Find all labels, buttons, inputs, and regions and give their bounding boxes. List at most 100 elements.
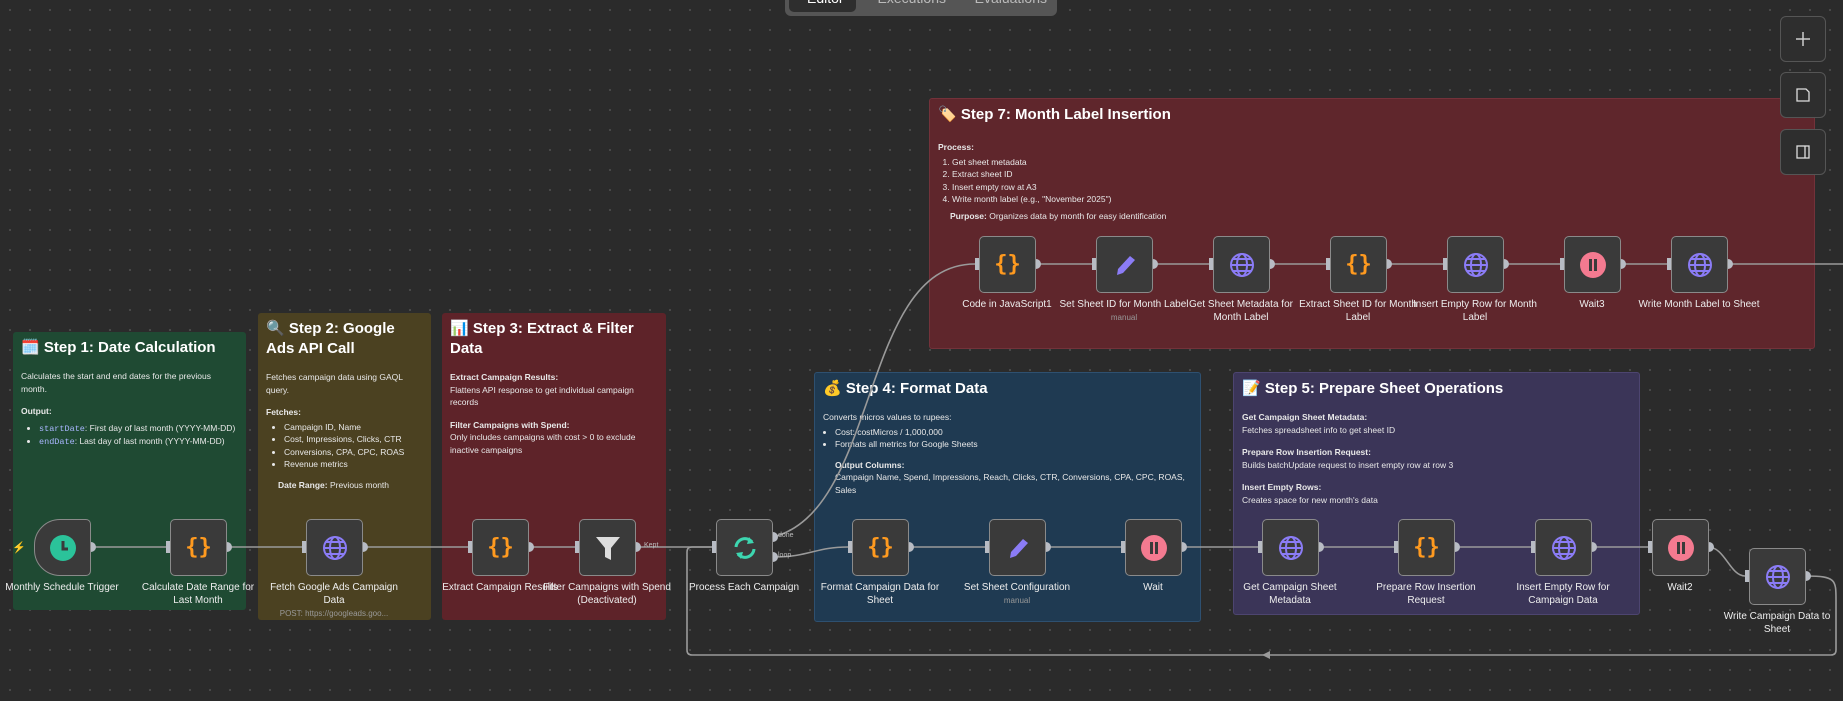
node-label: Insert Empty Row for Month Label (1410, 298, 1540, 324)
cols-text: Campaign Name, Spend, Impressions, Reach… (835, 472, 1185, 495)
node-fetch[interactable] (306, 519, 363, 576)
input-port[interactable] (1209, 258, 1213, 270)
input-port[interactable] (1648, 541, 1652, 553)
port-label-kept: Kept (644, 542, 659, 549)
node-label-text: Write Campaign Data to Sheet (1723, 611, 1831, 635)
bullet: Cost, Impressions, Clicks, CTR (284, 433, 423, 446)
connection-wait2-write[interactable] (1707, 546, 1746, 577)
node-filter[interactable] (579, 519, 636, 576)
tab-evaluations[interactable]: Evaluations (957, 0, 1053, 12)
process-label: Process: (938, 142, 974, 152)
section-text: Creates space for new month's data (1242, 494, 1378, 505)
node-label: Write Campaign Data to Sheet (1712, 610, 1842, 636)
section-heading: Filter Campaigns with Spend: (450, 419, 570, 430)
node-label-text: Code in JavaScript1 (962, 299, 1052, 310)
input-port[interactable] (985, 541, 989, 553)
section-heading: Prepare Row Insertion Request: (1242, 447, 1371, 457)
node-format[interactable]: {} (852, 519, 909, 576)
node-calc[interactable]: {} (170, 519, 227, 576)
input-port[interactable] (1326, 258, 1330, 270)
node-label-text: Process Each Campaign (688, 582, 800, 593)
bullet: Formats all metrics for Google Sheets (835, 438, 1192, 451)
node-write7[interactable] (1671, 236, 1728, 293)
connection-process-loop-format[interactable] (772, 546, 849, 558)
node-subtitle: manual (1003, 596, 1031, 605)
range-label: Date Range: (278, 479, 328, 490)
node-wait3[interactable] (1564, 236, 1621, 293)
add-sticky-button[interactable] (1780, 72, 1826, 118)
code-icon: {} (487, 535, 514, 560)
sticky-step4[interactable]: 💰 Step 4: Format Data Converts micros va… (814, 372, 1201, 622)
input-port[interactable] (848, 541, 852, 553)
node-prepare[interactable]: {} (1398, 519, 1455, 576)
node-label: Extract Campaign Results (435, 581, 565, 594)
input-port[interactable] (1667, 258, 1671, 270)
node-label: Extract Sheet ID for Month Label (1293, 298, 1423, 324)
purpose-text: Organizes data by month for easy identif… (986, 210, 1167, 221)
node-extract[interactable]: {} (472, 519, 529, 576)
list-item: Extract sheet ID (952, 168, 1806, 181)
tab-editor[interactable]: Editor (789, 0, 856, 12)
add-node-button[interactable] (1780, 16, 1826, 62)
node-wait2[interactable] (1652, 519, 1709, 576)
node-insert[interactable] (1535, 519, 1592, 576)
title-text: Step 4: Format Data (845, 380, 988, 397)
section-text: Only includes campaigns with cost > 0 to… (450, 432, 636, 455)
toggle-panel-button[interactable] (1780, 129, 1826, 175)
input-port[interactable] (712, 541, 716, 553)
node-label: Wait (1088, 581, 1218, 594)
code-icon: {} (185, 535, 212, 560)
sticky-step7[interactable]: 🏷️ Step 7: Month Label Insertion Process… (929, 98, 1815, 349)
node-getmeta7[interactable] (1213, 236, 1270, 293)
input-port[interactable] (1258, 541, 1262, 553)
section-heading: Insert Empty Rows: (1242, 482, 1322, 492)
node-label-text: Wait3 (1579, 299, 1605, 310)
input-port[interactable] (1560, 258, 1564, 270)
node-trigger[interactable] (34, 519, 91, 576)
node-write[interactable] (1749, 548, 1806, 605)
input-port[interactable] (1394, 541, 1398, 553)
code-icon: {} (994, 252, 1021, 277)
node-label: Format Campaign Data for Sheet (815, 581, 945, 607)
sticky-desc: Fetches campaign data using GAQL query. (266, 372, 403, 395)
memo-icon: 📝 (1242, 380, 1261, 397)
input-port[interactable] (975, 258, 979, 270)
node-label-text: Wait2 (1667, 582, 1693, 593)
node-extract7[interactable]: {} (1330, 236, 1387, 293)
range-value: Previous month (327, 479, 390, 490)
node-setcfg[interactable] (989, 519, 1046, 576)
sticky-title: 📊 Step 3: Extract & Filter Data (450, 319, 658, 359)
node-wait[interactable] (1125, 519, 1182, 576)
sticky-title: 🏷️ Step 7: Month Label Insertion (938, 105, 1806, 125)
connection-write-loopback[interactable] (686, 546, 1837, 656)
sticky-title: 📝 Step 5: Prepare Sheet Operations (1242, 379, 1631, 399)
tab-executions[interactable]: Executions (860, 0, 953, 12)
input-port[interactable] (575, 541, 579, 553)
input-port[interactable] (166, 541, 170, 553)
node-label-text: Monthly Schedule Trigger (5, 582, 119, 593)
node-label-text: Format Campaign Data for Sheet (820, 582, 940, 606)
bullet: Cost: costMicros / 1,000,000 (835, 426, 1192, 439)
input-port[interactable] (1745, 570, 1749, 582)
globe-icon (1686, 251, 1714, 279)
node-getmeta[interactable] (1262, 519, 1319, 576)
input-port[interactable] (1121, 541, 1125, 553)
bullet: startDate: First day of last month (YYYY… (39, 422, 238, 436)
node-label: Wait2 (1615, 581, 1745, 594)
input-port[interactable] (1443, 258, 1447, 270)
pause-icon (1140, 534, 1168, 562)
input-port[interactable] (1531, 541, 1535, 553)
node-code1[interactable]: {} (979, 236, 1036, 293)
sticky-title: 💰 Step 4: Format Data (823, 379, 1192, 399)
node-setid[interactable] (1096, 236, 1153, 293)
node-label-text: Set Sheet ID for Month Label (1059, 299, 1189, 310)
connection-process-done-code1[interactable] (772, 263, 976, 538)
node-insert7[interactable] (1447, 236, 1504, 293)
money-bag-icon: 💰 (823, 380, 842, 397)
input-port[interactable] (302, 541, 306, 553)
node-process[interactable] (716, 519, 773, 576)
bullet: endDate: Last day of last month (YYYY-MM… (39, 435, 238, 449)
input-port[interactable] (1092, 258, 1096, 270)
node-label-text: Calculate Date Range for Last Month (141, 582, 255, 606)
input-port[interactable] (468, 541, 472, 553)
